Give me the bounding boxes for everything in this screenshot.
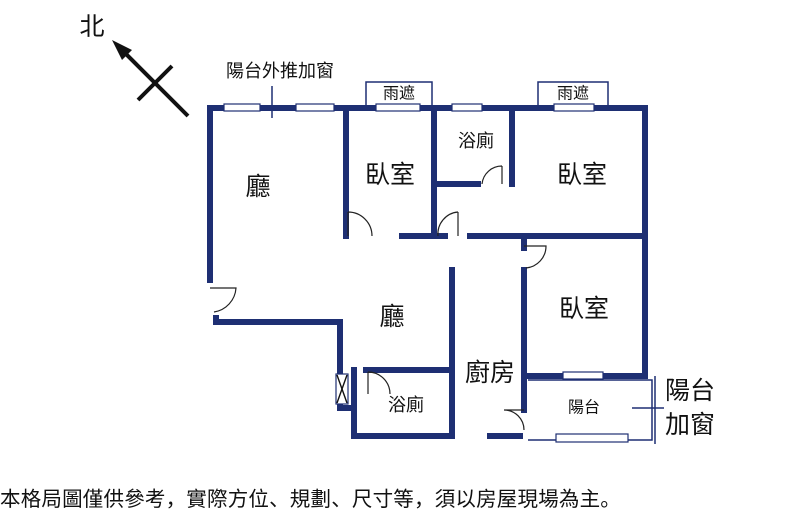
rain-cover-right: 雨遮 <box>537 81 609 107</box>
windows <box>223 103 629 443</box>
compass-cross-line <box>136 64 174 102</box>
doors <box>210 165 547 431</box>
rain-cover-left-label: 雨遮 <box>383 84 415 103</box>
room-label-kitchen: 廚房 <box>465 358 515 387</box>
walls <box>207 105 648 439</box>
compass: 北 <box>79 12 190 118</box>
room-label-bedroom-2: 臥室 <box>557 160 607 189</box>
balcony-window-label-line2: 加窗 <box>665 410 715 439</box>
room-label-living-top: 廳 <box>245 172 270 201</box>
balcony-push-window-label: 陽台外推加窗 <box>226 61 334 82</box>
room-label-bedroom-3: 臥室 <box>559 294 609 323</box>
north-label: 北 <box>79 12 104 41</box>
balcony-window-label-line1: 陽台 <box>665 376 715 405</box>
rain-cover-right-label: 雨遮 <box>557 84 589 103</box>
north-arrow-head <box>112 40 132 60</box>
room-label-bath-bottom: 浴廁 <box>388 394 424 416</box>
disclaimer-text: 本格局圖僅供參考，實際方位、規劃、尺寸等，須以房屋現場為主。 <box>0 487 621 511</box>
room-label-bath-top: 浴廁 <box>458 130 494 152</box>
rain-cover-left: 雨遮 <box>365 81 433 107</box>
room-label-balcony: 陽台 <box>568 398 600 417</box>
room-label-living-bottom: 廳 <box>379 302 404 331</box>
room-label-bedroom-1: 臥室 <box>365 160 415 189</box>
floor-plan: 北 陽台外推加窗 雨遮 雨遮 <box>79 12 715 444</box>
